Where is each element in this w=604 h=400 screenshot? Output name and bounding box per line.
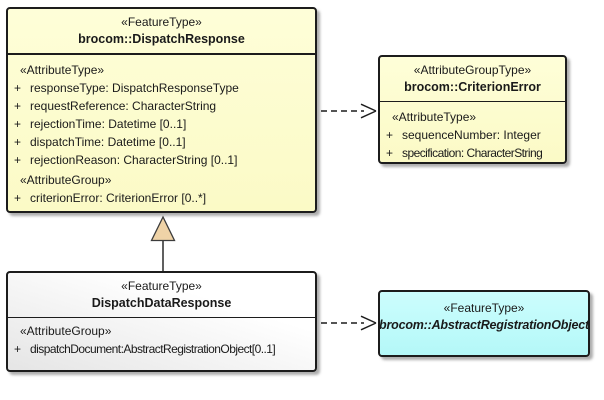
attribute-row: + dispatchDocument:AbstractRegistrationO…: [8, 340, 315, 358]
class-name: brocom::CriterionError: [404, 80, 541, 94]
class-name: brocom::DispatchResponse: [78, 32, 245, 46]
visibility-marker: +: [14, 153, 22, 167]
class-name: brocom::AbstractRegistrationObject: [379, 318, 589, 332]
class-name: DispatchDataResponse: [91, 296, 232, 310]
visibility-marker: +: [386, 128, 394, 142]
attribute-text: rejectionReason: CharacterString [0..1]: [30, 153, 238, 167]
generalization-arrow[interactable]: [150, 215, 176, 271]
class-stereotype: «FeatureType»: [121, 279, 202, 293]
class-box-dispatch-data-response[interactable]: «FeatureType» DispatchDataResponse «Attr…: [6, 271, 317, 372]
dependency-arrow-criterion-error[interactable]: [321, 103, 377, 119]
attribute-text: responseType: DispatchResponseType: [30, 81, 239, 95]
section-stereotype: «AttributeType»: [392, 110, 477, 124]
attribute-text: dispatchDocument:AbstractRegistrationObj…: [30, 342, 276, 356]
class-stereotype: «FeatureType»: [443, 301, 525, 315]
attribute-row: + dispatchTime: Datetime [0..1]: [8, 133, 315, 151]
visibility-marker: +: [14, 191, 22, 205]
attribute-row: + requestReference: CharacterString: [8, 97, 315, 115]
attribute-text: requestReference: CharacterString: [30, 99, 217, 113]
class-box-criterion-error[interactable]: «AttributeGroupType» brocom::CriterionEr…: [378, 55, 567, 164]
section-stereotype: «AttributeGroup»: [20, 173, 112, 187]
attribute-row: + responseType: DispatchResponseType: [8, 79, 315, 97]
visibility-marker: +: [14, 99, 22, 113]
attribute-text: specification: CharacterString: [402, 146, 543, 160]
class-attributes: «AttributeType» + responseType: Dispatch…: [8, 55, 315, 207]
class-attributes: «AttributeType» + sequenceNumber: Intege…: [380, 102, 565, 162]
class-header: «FeatureType» brocom::DispatchResponse: [8, 9, 315, 55]
visibility-marker: +: [14, 342, 22, 356]
visibility-marker: +: [14, 81, 22, 95]
attribute-row: + criterionError: CriterionError [0..*]: [8, 189, 315, 207]
class-box-dispatch-response[interactable]: «FeatureType» brocom::DispatchResponse «…: [6, 7, 317, 213]
section-stereotype: «AttributeGroup»: [20, 324, 112, 338]
visibility-marker: +: [14, 117, 22, 131]
class-stereotype: «FeatureType»: [121, 15, 202, 29]
attribute-text: criterionError: CriterionError [0..*]: [30, 191, 207, 205]
visibility-marker: +: [386, 146, 394, 160]
attribute-row: + rejectionReason: CharacterString [0..1…: [8, 151, 315, 169]
class-header: «FeatureType» DispatchDataResponse: [8, 273, 315, 318]
class-attributes: «AttributeGroup» + dispatchDocument:Abst…: [8, 318, 315, 358]
class-header: «AttributeGroupType» brocom::CriterionEr…: [380, 57, 565, 102]
attribute-row: + rejectionTime: Datetime [0..1]: [8, 115, 315, 133]
section-stereotype: «AttributeType»: [20, 63, 105, 77]
class-box-abstract-registration-object[interactable]: «FeatureType» brocom::AbstractRegistrati…: [378, 290, 590, 357]
attribute-row: + sequenceNumber: Integer: [380, 126, 565, 144]
class-header: «FeatureType» brocom::AbstractRegistrati…: [379, 292, 589, 355]
attribute-text: sequenceNumber: Integer: [402, 128, 541, 142]
visibility-marker: +: [14, 135, 22, 149]
attribute-text: dispatchTime: Datetime [0..1]: [30, 135, 186, 149]
attribute-row: + specification: CharacterString: [380, 144, 565, 162]
attribute-text: rejectionTime: Datetime [0..1]: [30, 117, 187, 131]
class-stereotype: «AttributeGroupType»: [413, 63, 532, 77]
dependency-arrow-abstract-registration-object[interactable]: [321, 315, 377, 331]
